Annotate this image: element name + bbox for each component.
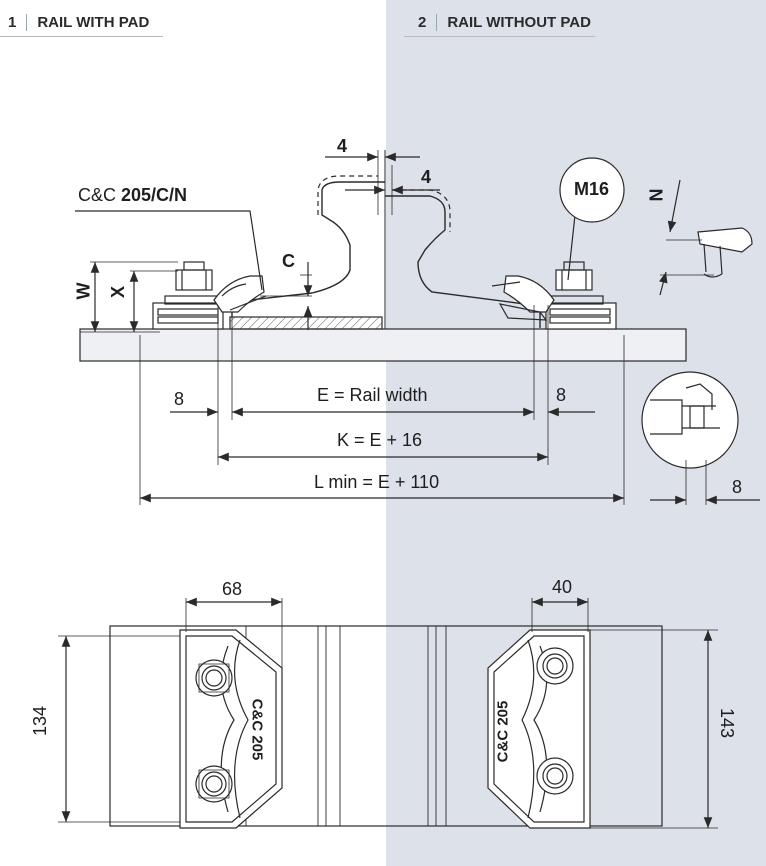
plan-rail-outline xyxy=(109,625,663,827)
right-clip-plan-label: C&C 205 xyxy=(494,700,512,763)
base-plate xyxy=(79,328,687,362)
bolt-callout-circle xyxy=(559,157,625,223)
dim-clip-width-left-label: 68 xyxy=(222,579,243,599)
dim-l-min-label: L min = E + 110 xyxy=(314,472,440,492)
dim-k-label: K = E + 16 xyxy=(337,430,423,450)
left-clip-plan-label: C&C 205 xyxy=(248,698,266,761)
right-clip-section xyxy=(491,261,617,330)
rail-wear-left xyxy=(317,175,378,215)
dim-edge-left-label: 8 xyxy=(174,389,185,409)
left-clip-section xyxy=(152,261,267,330)
dim-rail-width-label: E = Rail width xyxy=(317,385,428,405)
circular-detail xyxy=(641,371,760,505)
header-label: RAIL WITHOUT PAD xyxy=(447,14,591,31)
bolt-size-label: M16 xyxy=(574,179,610,199)
bolt-leader-line xyxy=(567,214,576,281)
header-rail-with-pad: 1 RAIL WITH PAD xyxy=(0,14,164,37)
clip-type-label: C&C 205/C/N xyxy=(78,185,188,205)
header-number: 1 xyxy=(8,14,28,31)
rail-right-profile xyxy=(385,195,541,328)
dim-x-label: X xyxy=(108,285,129,299)
clip-leader-line xyxy=(75,210,263,291)
dim-w-label: W xyxy=(73,282,94,300)
dim-n-label: N xyxy=(646,188,667,202)
dim-top-gap-2-label: 4 xyxy=(421,167,432,187)
left-clip-plan xyxy=(179,629,283,829)
dim-clip-width-right-label: 40 xyxy=(552,577,573,597)
dim-height-left-label: 134 xyxy=(30,705,51,737)
dim-c-label: C xyxy=(282,251,295,271)
right-clip-plan xyxy=(487,629,591,829)
header-number: 2 xyxy=(418,14,438,31)
dim-top-gap-1-label: 4 xyxy=(337,136,348,156)
header-rail-without-pad: 2 RAIL WITHOUT PAD xyxy=(404,14,595,37)
dim-edge-right-label: 8 xyxy=(556,385,567,405)
rail-left-profile xyxy=(231,181,385,317)
header-label: RAIL WITH PAD xyxy=(37,14,150,31)
n-detail xyxy=(659,179,753,296)
dim-height-right-label: 143 xyxy=(717,707,738,739)
rail-pad xyxy=(229,316,383,330)
dim-detail-label: 8 xyxy=(732,477,743,497)
